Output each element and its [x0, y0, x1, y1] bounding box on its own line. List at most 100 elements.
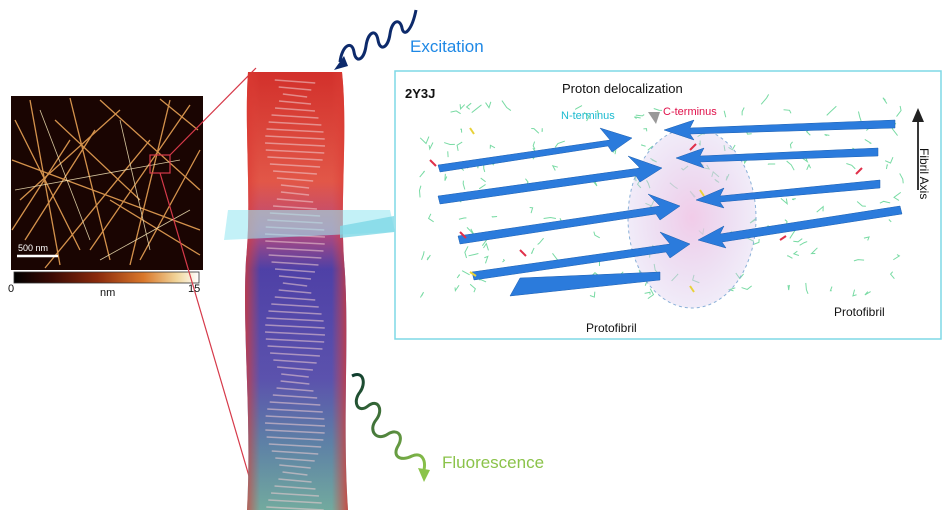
side-chain — [428, 142, 434, 151]
side-chain — [643, 128, 648, 132]
proton-delocalization-label: Proton delocalization — [562, 81, 683, 96]
side-chain — [884, 157, 894, 164]
side-chain — [537, 237, 544, 245]
side-chain — [480, 177, 486, 183]
side-chain — [469, 283, 476, 293]
protofibril-structure — [418, 94, 904, 309]
side-chain — [889, 271, 895, 280]
side-chain — [644, 291, 651, 295]
side-chain — [853, 259, 865, 262]
side-chain — [829, 286, 833, 292]
side-chain — [462, 180, 466, 190]
scale-bar-label: 500 nm — [18, 243, 49, 253]
side-chain — [791, 198, 796, 201]
side-chain — [465, 102, 472, 110]
side-chain — [787, 254, 793, 259]
side-chain — [882, 97, 888, 104]
side-chain — [502, 258, 506, 263]
side-chain — [458, 217, 467, 220]
side-chain — [484, 255, 489, 264]
side-chain — [893, 191, 902, 201]
side-chain — [589, 291, 596, 298]
side-chain — [471, 104, 482, 114]
side-chain — [530, 247, 535, 255]
side-chain — [857, 111, 862, 122]
side-chain — [760, 94, 770, 105]
side-chain — [593, 180, 598, 187]
side-chain — [864, 291, 871, 296]
side-chain — [799, 241, 808, 246]
fibril-axis-label: Fibril Axis — [917, 148, 931, 200]
side-chain — [647, 288, 655, 300]
side-chain — [456, 274, 461, 279]
side-chain — [816, 205, 824, 213]
side-chain — [426, 254, 431, 261]
proton-delocalization-region — [627, 127, 757, 309]
side-chain — [899, 173, 904, 184]
side-chain — [419, 170, 426, 178]
side-chain — [478, 184, 486, 190]
side-chain — [893, 254, 901, 261]
side-chain — [741, 107, 745, 116]
side-chain — [824, 134, 830, 137]
side-chain — [767, 163, 776, 165]
side-chain — [444, 173, 448, 181]
side-chain — [864, 139, 872, 145]
side-chain — [596, 109, 600, 117]
side-chain — [419, 136, 430, 145]
side-chain — [420, 291, 424, 298]
side-chain — [805, 282, 809, 294]
n-terminus-label: N-terminus — [561, 110, 615, 122]
side-chain — [551, 164, 558, 171]
side-chain — [741, 285, 752, 290]
side-chain — [460, 128, 463, 133]
side-chain — [529, 206, 534, 214]
side-chain — [450, 110, 461, 115]
side-chain — [780, 198, 788, 205]
side-chain — [427, 213, 434, 223]
side-chain — [501, 100, 512, 111]
side-chain — [852, 289, 857, 297]
side-chain — [783, 109, 792, 114]
side-chain — [456, 141, 463, 151]
side-chain — [826, 105, 837, 116]
side-chain — [421, 251, 425, 260]
side-chain — [468, 253, 479, 257]
protofibril-right-label: Protofibril — [834, 305, 885, 319]
side-chain — [792, 250, 800, 256]
colorbar-max-label: 15 — [188, 283, 201, 295]
side-chain — [593, 231, 600, 239]
side-chain — [885, 164, 889, 170]
side-chain — [863, 236, 870, 241]
excitation-wave-icon — [338, 9, 418, 63]
side-chain — [459, 104, 466, 110]
side-chain — [454, 284, 460, 293]
side-chain — [896, 105, 902, 117]
side-chain — [478, 279, 487, 283]
side-chain — [634, 116, 641, 119]
side-chain — [418, 185, 422, 198]
fluorescence-wave-icon — [351, 373, 426, 471]
side-chain — [483, 165, 486, 173]
side-chain — [491, 215, 498, 218]
side-chain — [856, 201, 866, 207]
side-chain — [444, 142, 455, 146]
side-chain — [483, 242, 489, 251]
colorbar-unit-label: nm — [100, 287, 116, 299]
colorbar — [13, 271, 200, 284]
side-chain — [888, 219, 892, 223]
c-terminus-label: C-terminus — [663, 106, 717, 118]
fibril-axis-arrow-icon — [912, 108, 924, 190]
side-chain — [653, 108, 663, 111]
side-chain — [810, 247, 818, 255]
side-chain — [806, 163, 811, 171]
side-chain — [723, 110, 727, 118]
fluorescence-label: Fluorescence — [442, 453, 545, 472]
afm-image — [11, 96, 203, 270]
side-chain — [752, 239, 760, 245]
side-chain — [485, 101, 492, 109]
zoom-lines — [159, 67, 257, 501]
side-chain — [787, 284, 790, 291]
pdb-id-label: 2Y3J — [405, 86, 436, 101]
side-chain — [543, 217, 557, 220]
